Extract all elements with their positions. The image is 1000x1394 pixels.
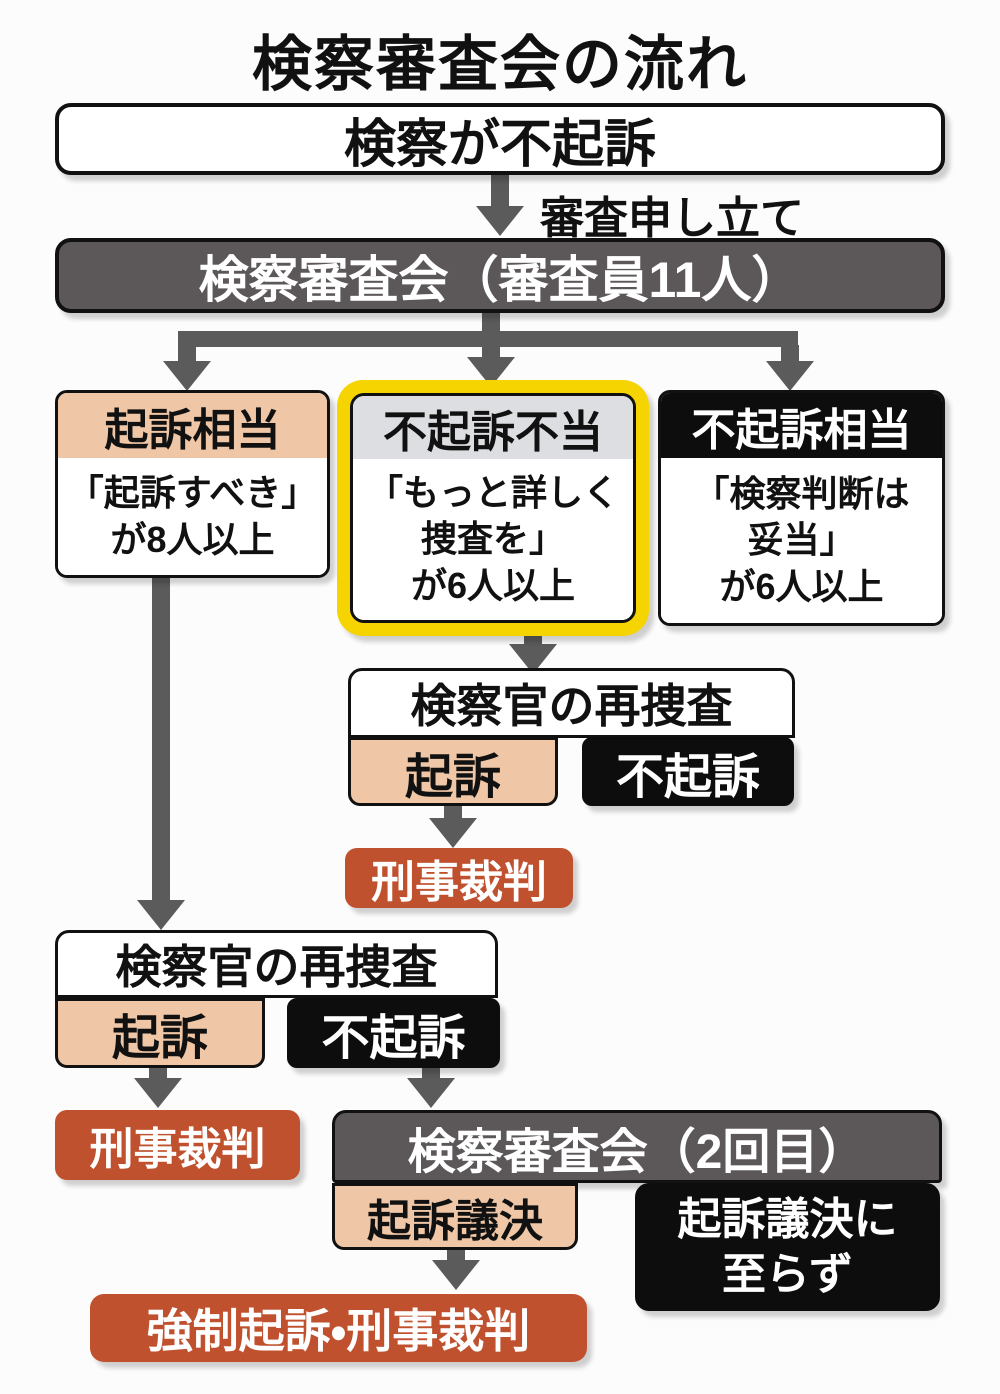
- reinvestigation-title-1: 検察官の再捜査: [410, 680, 733, 732]
- arrow-head: [476, 206, 524, 236]
- non-prosecution-chip-1: 不起訴: [582, 737, 794, 806]
- criminal-trial-label-1: 刑事裁判: [371, 858, 547, 907]
- arrow-head: [432, 1260, 480, 1290]
- body-line: 捜査を」: [420, 518, 565, 560]
- branch-nonprosecution-appropriate-header: 不起訴相当: [661, 393, 942, 458]
- body-line: が6人以上: [719, 565, 884, 607]
- branch-nonprosecution-unjust-box: 不起訴不当 「もっと詳しく 捜査を」 が6人以上: [350, 393, 636, 623]
- arrow-down-left-branch: [163, 345, 211, 391]
- body-line: が8人以上: [110, 518, 275, 560]
- body-line: が6人以上: [410, 564, 576, 606]
- arrow-shaft: [482, 345, 500, 357]
- arrow-shaft: [524, 634, 542, 644]
- body-line: 「起訴すべき」: [67, 472, 318, 514]
- body-line: 妥当」: [747, 519, 856, 561]
- non-prosecution-label-1: 不起訴: [615, 750, 760, 804]
- second-committee-box: 検察審査会（2回目）: [332, 1110, 942, 1183]
- criminal-trial-box-2: 刑事裁判: [55, 1110, 300, 1180]
- arrow-head: [407, 1078, 455, 1108]
- reinvestigation-box-2: 検察官の再捜査: [55, 930, 498, 998]
- arrow-down-second-committee: [407, 1068, 455, 1108]
- committee-box: 検察審査会（審査員11人）: [55, 238, 945, 313]
- branch-nonprosecution-unjust-highlight: 不起訴不当 「もっと詳しく 捜査を」 が6人以上: [337, 380, 649, 636]
- arrow-shaft: [447, 1250, 465, 1260]
- prosecution-chip-1: 起訴: [348, 737, 558, 806]
- forced-indictment-box: 強制起訴・刑事裁判: [90, 1294, 587, 1362]
- non-prosecution-chip-2: 不起訴: [287, 998, 500, 1068]
- arrow-shaft: [152, 575, 170, 900]
- no-indictment-line: 起訴議決に: [677, 1195, 898, 1244]
- arrow-down-right-branch: [766, 345, 814, 391]
- arrow-shaft: [178, 345, 196, 361]
- petition-label: 審査申し立て: [540, 194, 804, 243]
- indictment-resolution-label: 起訴議決: [367, 1196, 543, 1246]
- body-line: 「検察判断は: [693, 473, 910, 515]
- branch-prosecution-merited-header: 起訴相当: [58, 393, 327, 458]
- arrow-head: [134, 1078, 182, 1108]
- splitter-bar: [178, 331, 798, 347]
- arrow-down-trial-1: [429, 806, 477, 848]
- reinvestigation-box-1: 検察官の再捜査: [348, 668, 795, 738]
- indictment-resolution-chip: 起訴議決: [332, 1183, 578, 1250]
- branch-prosecution-merited-body: 「起訴すべき」 が8人以上: [58, 458, 327, 575]
- criminal-trial-box-1: 刑事裁判: [345, 848, 573, 908]
- no-indictment-box: 起訴議決に 至らず: [635, 1183, 940, 1311]
- branch-nonprosecution-unjust-header: 不起訴不当: [353, 396, 633, 459]
- committee-label: 検察審査会（審査員11人）: [198, 251, 802, 308]
- branch-nonprosecution-appropriate-box: 不起訴相当 「検察判断は 妥当」 が6人以上: [658, 390, 945, 626]
- prosecution-label-1: 起訴: [404, 750, 501, 804]
- branch-nonprosecution-appropriate-body: 「検察判断は 妥当」 が6人以上: [661, 458, 942, 623]
- reinvestigation-title-2: 検察官の再捜査: [115, 941, 438, 993]
- branch-prosecution-merited-box: 起訴相当 「起訴すべき」 が8人以上: [55, 390, 330, 578]
- diagram-title: 検察審査会の流れ: [252, 31, 748, 98]
- arrow-shaft: [444, 806, 462, 818]
- start-label: 検察が不起訴: [343, 115, 656, 174]
- criminal-trial-label-2: 刑事裁判: [89, 1125, 266, 1174]
- arrow-head: [766, 361, 814, 391]
- prosecution-label-2: 起訴: [111, 1012, 208, 1065]
- start-box: 検察が不起訴: [55, 103, 945, 175]
- forced-indictment-label: 強制起訴・刑事裁判: [146, 1305, 531, 1357]
- arrow-shaft: [149, 1068, 167, 1078]
- branch-nonprosecution-unjust-body: 「もっと詳しく 捜査を」 が6人以上: [353, 459, 633, 620]
- no-indictment-line: 至らず: [721, 1250, 854, 1299]
- arrow-head: [429, 818, 477, 848]
- arrow-shaft: [781, 345, 799, 361]
- arrow-head: [137, 900, 185, 930]
- non-prosecution-label-2: 不起訴: [321, 1012, 466, 1065]
- arrow-head: [163, 361, 211, 391]
- splitter-stub: [482, 311, 500, 333]
- arrow-down-forced-indictment: [432, 1250, 480, 1290]
- arrow-down-petition: [476, 174, 524, 236]
- arrow-down-trial-2: [134, 1068, 182, 1108]
- arrow-shaft: [422, 1068, 440, 1078]
- prosecution-chip-2: 起訴: [55, 998, 265, 1068]
- second-committee-label: 検察審査会（2回目）: [407, 1125, 867, 1179]
- arrow-down-reinvestigation-2: [137, 575, 185, 930]
- body-line: 「もっと詳しく: [366, 472, 619, 514]
- arrow-shaft: [491, 174, 509, 206]
